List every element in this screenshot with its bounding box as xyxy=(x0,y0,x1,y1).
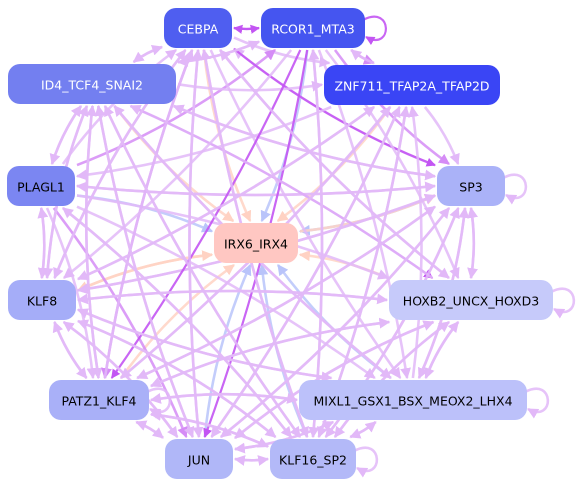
node-box-klf8 xyxy=(8,280,76,320)
node-box-plagl1 xyxy=(7,166,75,206)
edge-plagl1-to-mixl1 xyxy=(76,205,376,380)
node-label-klf8: KLF8 xyxy=(27,294,57,309)
edge-hoxb2-to-hoxb2 xyxy=(550,287,576,319)
edge-jun-to-cebpa xyxy=(188,48,203,438)
edge-mixl1-to-klf8 xyxy=(76,308,332,380)
node-mixl1[interactable]: MIXL1_GSX1_BSX_MEOX2_LHX4 xyxy=(299,380,527,420)
edge-id4-to-plagl1 xyxy=(49,105,83,166)
edge-plagl1-to-rcor1 xyxy=(76,48,276,167)
node-klf16[interactable]: KLF16_SP2 xyxy=(270,439,356,479)
edge-plagl1-to-patz1 xyxy=(45,207,98,380)
edge-jun-to-sp3 xyxy=(220,207,451,439)
node-klf8[interactable]: KLF8 xyxy=(8,280,76,320)
node-label-sp3: SP3 xyxy=(459,180,482,195)
node-box-klf16 xyxy=(270,439,356,479)
edge-cebpa-to-sp3 xyxy=(233,47,436,167)
edge-patz1-to-irx6 xyxy=(119,263,235,379)
edge-klf16-to-klf16 xyxy=(353,446,379,478)
edge-mixl1-to-patz1 xyxy=(149,392,298,404)
node-label-id4: ID4_TCF4_SNAI2 xyxy=(41,78,143,93)
edge-jun-to-patz1 xyxy=(135,420,164,439)
node-irx6[interactable]: IRX6_IRX4 xyxy=(214,223,298,263)
node-plagl1[interactable]: PLAGL1 xyxy=(7,166,75,206)
edge-hoxb2-to-sp3 xyxy=(467,206,478,279)
edge-cebpa-to-znf711 xyxy=(233,36,331,68)
node-label-jun: JUN xyxy=(187,453,210,468)
edge-id4-to-sp3 xyxy=(173,104,437,181)
node-box-mixl1 xyxy=(299,380,527,420)
edge-znf711-to-rcor1 xyxy=(350,48,375,65)
edge-cebpa-to-mixl1 xyxy=(209,49,402,379)
node-znf711[interactable]: ZNF711_TFAP2A_TFAP2D xyxy=(324,65,500,105)
edge-rcor1-to-patz1 xyxy=(110,49,302,379)
node-box-hoxb2 xyxy=(389,280,553,320)
edge-jun-to-irx6 xyxy=(203,264,252,438)
edge-klf16-to-jun xyxy=(233,455,269,466)
edge-patz1-to-id4 xyxy=(84,104,100,379)
edge-klf8-to-hoxb2 xyxy=(77,289,389,305)
node-rcor1[interactable]: RCOR1_MTA3 xyxy=(261,8,365,48)
edge-jun-to-znf711 xyxy=(210,106,401,438)
edge-mixl1-to-mixl1 xyxy=(524,387,550,419)
edge-klf16-to-mixl1 xyxy=(349,420,377,439)
edge-jun-to-id4 xyxy=(94,104,194,438)
node-sp3[interactable]: SP3 xyxy=(437,166,505,206)
node-label-patz1: PATZ1_KLF4 xyxy=(61,394,136,409)
node-box-patz1 xyxy=(49,380,149,420)
edge-klf16-to-klf8 xyxy=(76,319,277,439)
edge-patz1-to-patz1 xyxy=(146,387,172,419)
edge-rcor1-to-klf8 xyxy=(63,49,293,280)
node-label-znf711: ZNF711_TFAP2A_TFAP2D xyxy=(334,79,489,94)
edge-layer xyxy=(37,15,576,478)
edge-patz1-to-cebpa xyxy=(103,48,194,379)
edge-jun-to-klf8 xyxy=(62,320,179,438)
edge-id4-to-cebpa xyxy=(132,44,164,64)
node-box-irx6 xyxy=(214,223,298,263)
edge-plagl1-to-irx6 xyxy=(76,194,213,233)
edge-patz1-to-klf8 xyxy=(52,320,88,379)
edge-patz1-to-sp3 xyxy=(136,205,436,380)
edge-klf8-to-znf711 xyxy=(77,105,375,281)
edge-hoxb2-to-id4 xyxy=(129,104,434,280)
node-jun[interactable]: JUN xyxy=(165,439,233,479)
node-label-mixl1: MIXL1_GSX1_BSX_MEOX2_LHX4 xyxy=(313,394,512,409)
edge-sp3-to-plagl1 xyxy=(75,181,436,197)
edge-irx6-to-klf8 xyxy=(77,253,213,292)
node-box-cebpa xyxy=(164,8,232,48)
node-box-jun xyxy=(165,439,233,479)
node-label-plagl1: PLAGL1 xyxy=(17,180,65,195)
node-box-rcor1 xyxy=(261,8,365,48)
node-cebpa[interactable]: CEBPA xyxy=(164,8,232,48)
edge-rcor1-to-id4 xyxy=(176,40,260,67)
edge-mixl1-to-hoxb2 xyxy=(424,321,460,379)
node-label-irx6: IRX6_IRX4 xyxy=(224,237,288,252)
edge-patz1-to-hoxb2 xyxy=(150,317,391,388)
edge-rcor1-to-cebpa xyxy=(233,24,260,34)
edge-klf8-to-patz1 xyxy=(53,321,88,379)
node-label-rcor1: RCOR1_MTA3 xyxy=(271,22,354,37)
edge-znf711-to-sp3 xyxy=(423,106,460,166)
edge-klf16-to-plagl1 xyxy=(62,206,293,438)
edge-sp3-to-sp3 xyxy=(502,173,528,205)
node-id4[interactable]: ID4_TCF4_SNAI2 xyxy=(8,64,176,104)
node-label-hoxb2: HOXB2_UNCX_HOXD3 xyxy=(403,294,539,309)
node-box-sp3 xyxy=(437,166,505,206)
node-box-id4 xyxy=(8,64,176,104)
edge-klf16-to-id4 xyxy=(103,105,302,438)
node-box-znf711 xyxy=(324,65,500,105)
node-hoxb2[interactable]: HOXB2_UNCX_HOXD3 xyxy=(389,280,553,320)
node-label-cebpa: CEBPA xyxy=(178,22,219,37)
edge-klf16-to-hoxb2 xyxy=(333,320,450,438)
edge-jun-to-hoxb2 xyxy=(234,320,435,440)
node-patz1[interactable]: PATZ1_KLF4 xyxy=(49,380,149,420)
edge-rcor1-to-rcor1 xyxy=(362,15,387,46)
edge-klf8-to-plagl1 xyxy=(37,206,49,279)
node-label-klf16: KLF16_SP2 xyxy=(279,453,347,468)
edge-hoxb2-to-cebpa xyxy=(219,49,450,280)
edge-klf16-to-patz1 xyxy=(149,409,269,448)
